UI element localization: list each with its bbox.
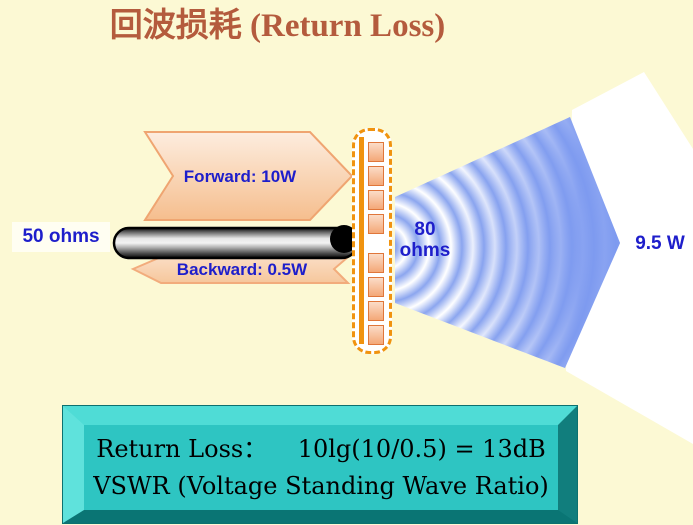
antenna-element — [368, 301, 384, 321]
return-loss-formula: Return Loss： 10lg(10/0.5) = 13dB — [96, 435, 546, 463]
slide-title: 回波损耗 (Return Loss) — [109, 8, 446, 44]
antenna-elements — [368, 142, 385, 345]
forward-arrow — [143, 131, 354, 221]
antenna-element — [368, 190, 384, 210]
antenna-element — [368, 142, 384, 162]
backward-power-label: Backward: 0.5W — [176, 260, 308, 279]
antenna-element — [368, 253, 384, 273]
antenna-element — [368, 325, 384, 345]
radiated-power-label: 9.5 W — [635, 233, 685, 254]
coax-cable — [112, 226, 359, 260]
formula-box: Return Loss： 10lg(10/0.5) = 13dB VSWR (V… — [63, 406, 577, 523]
forward-power-label: Forward: 10W — [183, 167, 297, 186]
antenna-element — [368, 166, 384, 186]
load-impedance-unit: ohms — [399, 240, 451, 261]
cable-end-connector — [330, 225, 358, 253]
antenna-feed-bar — [359, 137, 364, 344]
antenna-element — [368, 214, 384, 234]
source-impedance-label: 50 ohms — [12, 222, 110, 252]
antenna-element — [368, 277, 384, 297]
load-impedance-value: 80 — [414, 219, 436, 240]
vswr-caption: VSWR (Voltage Standing Wave Ratio) — [93, 472, 549, 500]
antenna-feed-gap — [368, 238, 382, 249]
load-impedance-label: 80 ohms — [394, 219, 456, 261]
